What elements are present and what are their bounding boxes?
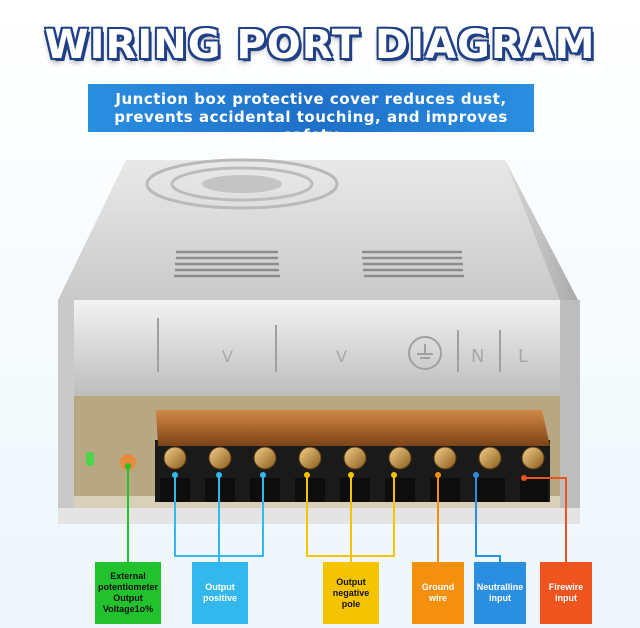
label-neutral-input: Neutralline input (474, 562, 526, 624)
label-output-positive: Output positive (192, 562, 248, 624)
connector-lines (125, 463, 567, 566)
marking-v2: V (336, 347, 347, 366)
vent-slots-right (362, 250, 464, 278)
terminal-posts (160, 478, 548, 502)
info-banner: Junction box protective cover reduces du… (88, 84, 534, 144)
terminal-screws (163, 446, 545, 470)
label-potentiometer: External potentiometer Output Voltage1o% (95, 562, 161, 624)
line-live (524, 477, 567, 566)
label-firewire-input: Firewire input (540, 562, 592, 624)
marking-l: L (518, 346, 528, 367)
ground-symbol-icon (417, 344, 433, 359)
label-ground-wire: Ground wire (412, 562, 464, 624)
label-output-negative: Output negative pole (323, 562, 379, 624)
page-title: WIRING PORT DIAGRAM (44, 22, 596, 68)
marking-v1: V (222, 347, 233, 366)
case-bottom (58, 508, 580, 524)
vent-slots-left (174, 250, 280, 278)
terminal-cover (156, 410, 550, 446)
panel-markings (157, 318, 501, 372)
case-right-rim (560, 300, 580, 522)
fan-grille-icon (145, 158, 339, 210)
led-icon (86, 452, 94, 466)
marking-n: N (471, 346, 484, 367)
front-cover (74, 300, 560, 396)
banner-line-2: prevents accidental touching, and improv… (114, 108, 508, 144)
case-left-rim (58, 300, 74, 522)
line-neutral (475, 475, 501, 566)
banner-line-1: Junction box protective cover reduces du… (115, 90, 507, 108)
case-top (58, 160, 578, 300)
potentiometer-icon (120, 454, 136, 470)
